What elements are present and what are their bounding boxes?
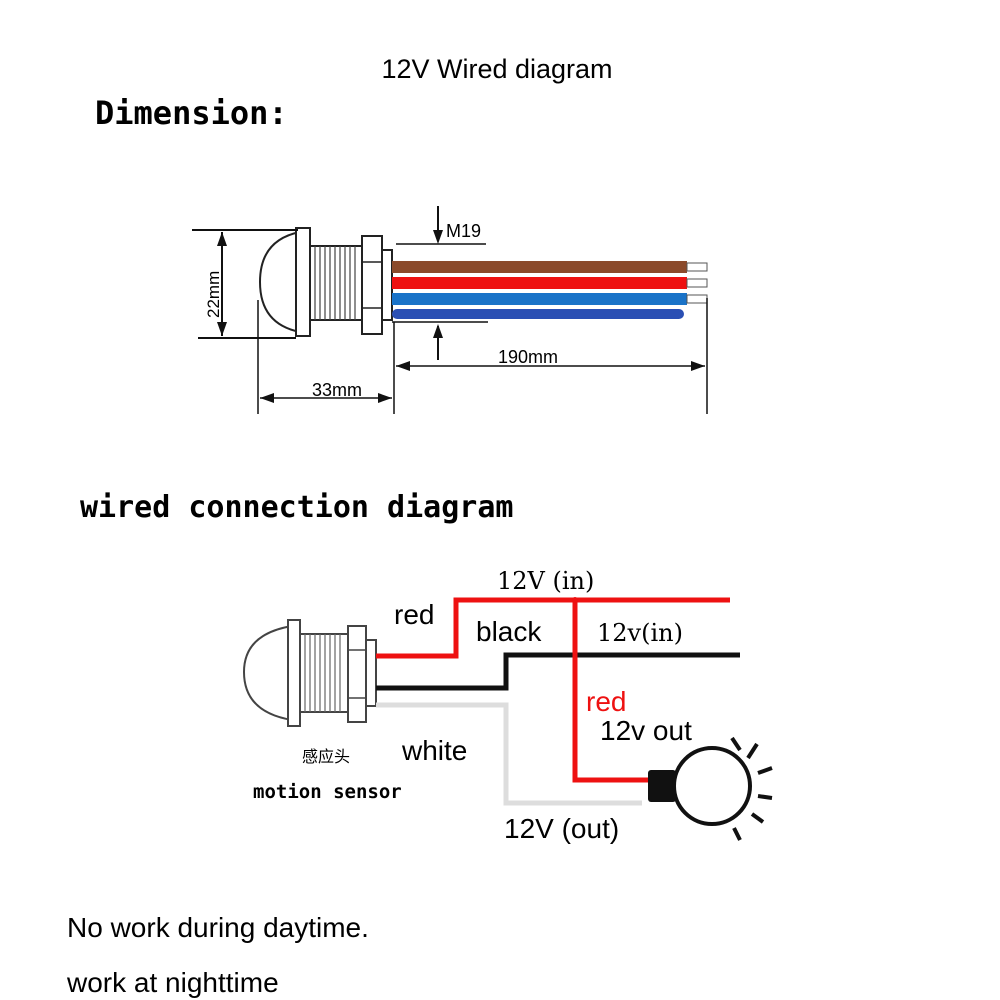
sensor-dome (258, 230, 301, 334)
body-length-label: 33mm (312, 380, 362, 400)
label-white: white (401, 735, 467, 766)
height-dimension-label: 22mm (204, 271, 223, 318)
wire-blue (392, 293, 687, 305)
wire-brown (392, 261, 687, 273)
sensor-dimension-drawing: 22mm M19 190mm 33mm (192, 206, 708, 414)
wire-red (392, 277, 687, 289)
label-12v-in-top: 12V (in) (497, 567, 594, 595)
wire-red-output (572, 600, 652, 783)
sensor-nut (361, 235, 383, 335)
label-12v-out-bottom: 12V (out) (504, 813, 619, 844)
label-12v-in-mid: 12v(in) (597, 619, 683, 647)
wire-dark-blue (392, 309, 684, 319)
motion-sensor-drawing (242, 619, 377, 727)
note-daytime: No work during daytime. (67, 912, 369, 943)
wire-white-output (376, 702, 642, 806)
connection-heading: wired connection diagram (80, 490, 513, 525)
label-red-in: red (394, 599, 434, 630)
label-black-in: black (476, 616, 542, 647)
dimension-heading: Dimension: (95, 94, 288, 132)
sensor-thread (309, 245, 363, 321)
wire-black-input (376, 652, 740, 691)
wire-red-input (376, 597, 730, 659)
thread-label: M19 (446, 221, 481, 241)
note-nighttime: work at nighttime (66, 967, 279, 998)
diagram-title: 12V Wired diagram (381, 54, 612, 84)
light-bulb-icon (648, 736, 773, 841)
label-12v-out-mid: 12v out (600, 715, 692, 746)
wire-length-label: 190mm (498, 347, 558, 367)
sensor-label-english: motion sensor (253, 781, 402, 803)
sensor-label-chinese: 感应头 (302, 747, 350, 766)
label-red-out: red (586, 686, 626, 717)
